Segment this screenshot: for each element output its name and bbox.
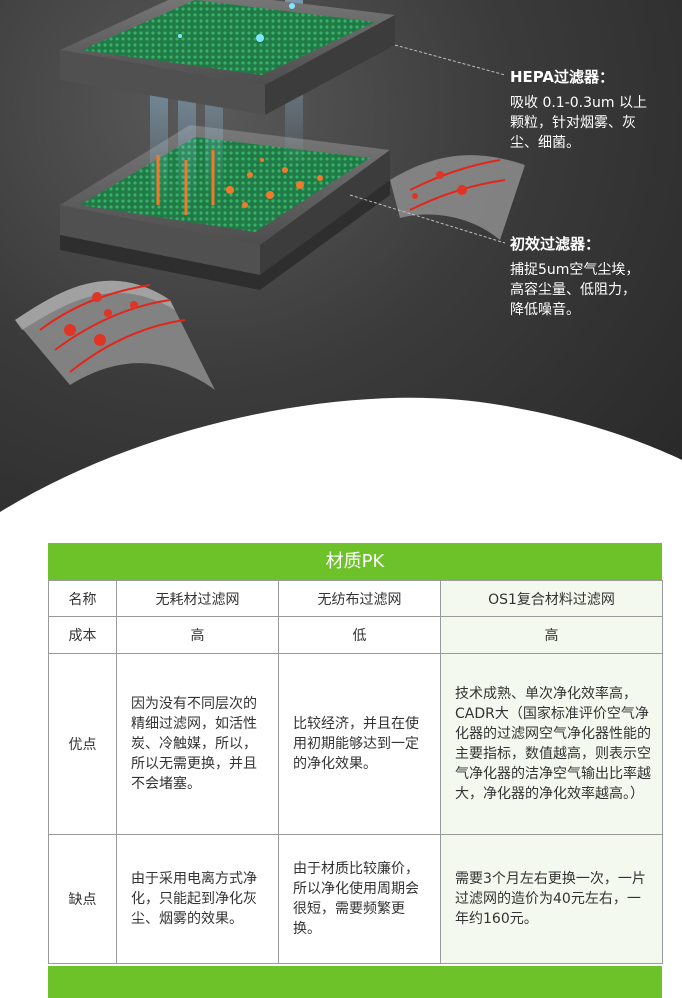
hepa-title: HEPA过滤器： [510, 68, 615, 86]
cost-value: 低 [278, 616, 441, 654]
table-row-cost: 成本 高 低 高 [48, 616, 663, 654]
header-os1-composite: OS1复合材料过滤网 [440, 580, 663, 617]
filter-illustration: HEPA过滤器： 吸收 0.1-0.3um 以上 颗粒，针对烟雾、灰 尘、细菌。… [0, 0, 682, 540]
hepa-description: 吸收 0.1-0.3um 以上 颗粒，针对烟雾、灰 尘、细菌。 [510, 95, 647, 151]
disadvantages-label: 缺点 [48, 834, 117, 964]
disadvantage-cell: 需要3个月左右更换一次，一片过滤网的造价为40元左右，一年约160元。 [440, 834, 663, 964]
advantage-cell: 比较经济，并且在使用初期能够达到一定的净化效果。 [278, 653, 441, 835]
primary-filter-callout: 初效过滤器： 捕捉5um空气尘埃， 高容尘量、低阻力， 降低噪音。 [510, 233, 675, 320]
advantage-cell: 因为没有不同层次的精细过滤网，如活性炭、冷触媒，所以，所以无需更换，并且不会堵塞… [116, 653, 279, 835]
primary-filter-title: 初效过滤器： [510, 235, 601, 253]
material-comparison: 材质PK 名称 无耗材过滤网 无纺布过滤网 OS1复合材料过滤网 成本 高 低 … [48, 543, 663, 964]
cost-value: 高 [116, 616, 279, 654]
disadvantage-text: 由于采用电离方式净化，只能起到净化灰尘、烟雾的效果。 [131, 871, 257, 927]
table-row-advantages: 优点 因为没有不同层次的精细过滤网，如活性炭、冷触媒，所以，所以无需更换，并且不… [48, 653, 663, 835]
clean-air-sparkles [178, 3, 295, 42]
advantage-text: 因为没有不同层次的精细过滤网，如活性炭、冷触媒，所以，所以无需更换，并且不会堵塞… [131, 696, 257, 792]
advantage-text: 技术成熟、单次净化效率高，CADR大（国家标准评价空气净化器的过滤网空气净化器性… [455, 686, 651, 802]
primary-filter-description: 捕捉5um空气尘埃， 高容尘量、低阻力， 降低噪音。 [510, 262, 640, 318]
disadvantage-text: 由于材质比较廉价，所以净化使用周期会很短，需要频繁更换。 [293, 861, 419, 937]
dust-particles-left [64, 171, 467, 346]
orange-up-arrows [156, 150, 215, 215]
header-no-consumable: 无耗材过滤网 [116, 580, 279, 617]
header-name: 名称 [48, 580, 117, 617]
disadvantage-cell: 由于采用电离方式净化，只能起到净化灰尘、烟雾的效果。 [116, 834, 279, 964]
hepa-callout: HEPA过滤器： 吸收 0.1-0.3um 以上 颗粒，针对烟雾、灰 尘、细菌。 [510, 66, 675, 153]
disadvantage-cell: 由于材质比较廉价，所以净化使用周期会很短，需要频繁更换。 [278, 834, 441, 964]
primary-filter-layer [60, 125, 390, 290]
filter-layers-graphic [15, 0, 525, 390]
advantages-label: 优点 [48, 653, 117, 835]
table-header-row: 名称 无耗材过滤网 无纺布过滤网 OS1复合材料过滤网 [48, 580, 663, 617]
orange-particles [226, 158, 323, 208]
hepa-filter-layer [60, 0, 395, 115]
table-title: 材质PK [48, 543, 662, 580]
header-nonwoven: 无纺布过滤网 [278, 580, 441, 617]
table-footer-bar [48, 966, 662, 998]
advantage-text: 比较经济，并且在使用初期能够达到一定的净化效果。 [293, 716, 419, 772]
comparison-table: 名称 无耗材过滤网 无纺布过滤网 OS1复合材料过滤网 成本 高 低 高 优点 … [48, 580, 663, 964]
table-row-disadvantages: 缺点 由于采用电离方式净化，只能起到净化灰尘、烟雾的效果。 由于材质比较廉价，所… [48, 834, 663, 964]
disadvantage-text: 需要3个月左右更换一次，一片过滤网的造价为40元左右，一年约160元。 [455, 871, 646, 927]
cost-label: 成本 [48, 616, 117, 654]
cost-value: 高 [440, 616, 663, 654]
advantage-cell: 技术成熟、单次净化效率高，CADR大（国家标准评价空气净化器的过滤网空气净化器性… [440, 653, 663, 835]
